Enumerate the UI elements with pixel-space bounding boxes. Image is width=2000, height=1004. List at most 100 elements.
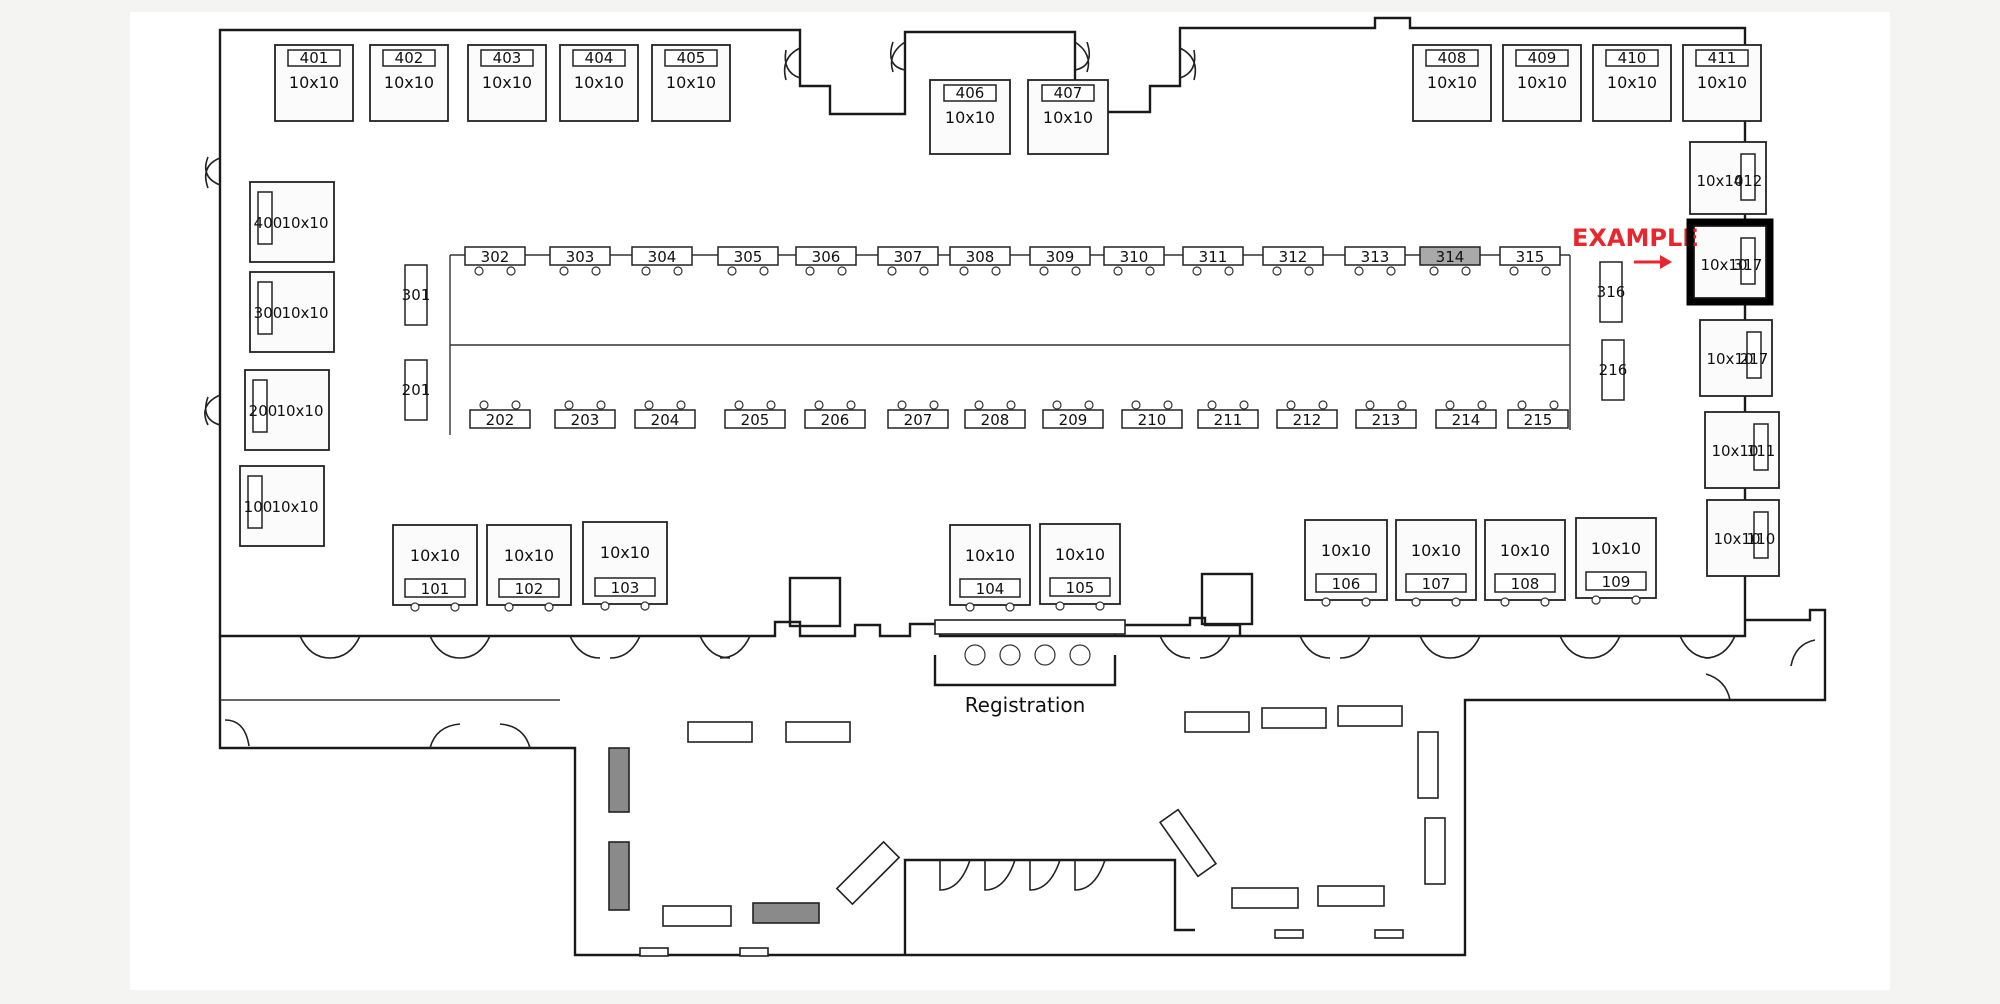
lobby-tables [608,705,1446,927]
table-310[interactable]: 310 [1103,246,1165,276]
table-outline [1344,246,1406,266]
table-outline [1262,246,1324,266]
table-311[interactable]: 311 [1182,246,1244,276]
table-314[interactable]: 314 [1419,246,1481,276]
example-annotation: EXAMPLE [1572,218,1774,306]
chair [1207,400,1217,410]
table-205[interactable]: 205 [724,400,786,429]
table-313[interactable]: 313 [1344,246,1406,276]
table-208[interactable]: 208 [964,400,1026,429]
vent-2 [739,947,769,957]
table-204[interactable]: 204 [634,400,696,429]
table-206[interactable]: 206 [804,400,866,429]
table-309[interactable]: 309 [1029,246,1091,276]
booth-number: 100 [244,498,273,516]
chair [544,602,554,612]
booth-number: 200 [249,402,278,420]
chair [1500,597,1510,607]
table-301[interactable]: 301 [402,264,431,326]
table-203[interactable]: 203 [554,400,616,429]
booth-size: 10x10 [384,73,434,92]
table-number: 210 [1138,411,1167,429]
booth-number: 401 [300,49,329,67]
table-212[interactable]: 212 [1276,400,1338,429]
table-outline [1029,246,1091,266]
booth-number: 317 [1734,256,1763,274]
table-215[interactable]: 215 [1507,400,1569,429]
table-213[interactable]: 213 [1355,400,1417,429]
table-303[interactable]: 303 [549,246,611,276]
vent-4 [1374,929,1404,939]
chair [837,266,847,276]
chair [1549,400,1559,410]
table-201[interactable]: 201 [402,359,431,421]
chair [897,400,907,410]
registration-seat [1034,644,1056,666]
table-305[interactable]: 305 [717,246,779,276]
table-number: 216 [1599,361,1628,379]
table-outline [464,246,526,266]
table-210[interactable]: 210 [1121,400,1183,429]
table-207[interactable]: 207 [887,400,949,429]
booth-size: 10x10 [1607,73,1657,92]
table-306[interactable]: 306 [795,246,857,276]
table-316[interactable]: 316 [1597,261,1626,323]
table-315[interactable]: 315 [1499,246,1561,276]
chair [1006,400,1016,410]
booth-tag [1425,49,1479,67]
table-outline [1507,409,1569,429]
table-307[interactable]: 307 [877,246,939,276]
table-308[interactable]: 308 [949,246,1011,276]
table-209[interactable]: 209 [1042,400,1104,429]
chair [596,400,606,410]
table-216[interactable]: 216 [1599,339,1628,401]
chair [1145,266,1155,276]
registration-seat [999,644,1021,666]
table-304[interactable]: 304 [631,246,693,276]
booth-tag [404,578,466,598]
table-211[interactable]: 211 [1197,400,1259,429]
table-214[interactable]: 214 [1435,400,1497,429]
table-number: 307 [894,248,923,266]
chair [734,400,744,410]
table-202[interactable]: 202 [469,400,531,429]
booth-tag [480,49,534,67]
table-312[interactable]: 312 [1262,246,1324,276]
booth-number: 411 [1708,49,1737,67]
booth-tag [1740,153,1756,201]
chair [1361,597,1371,607]
table-302[interactable]: 302 [464,246,526,276]
table-outline [795,246,857,266]
chair [1591,595,1601,605]
